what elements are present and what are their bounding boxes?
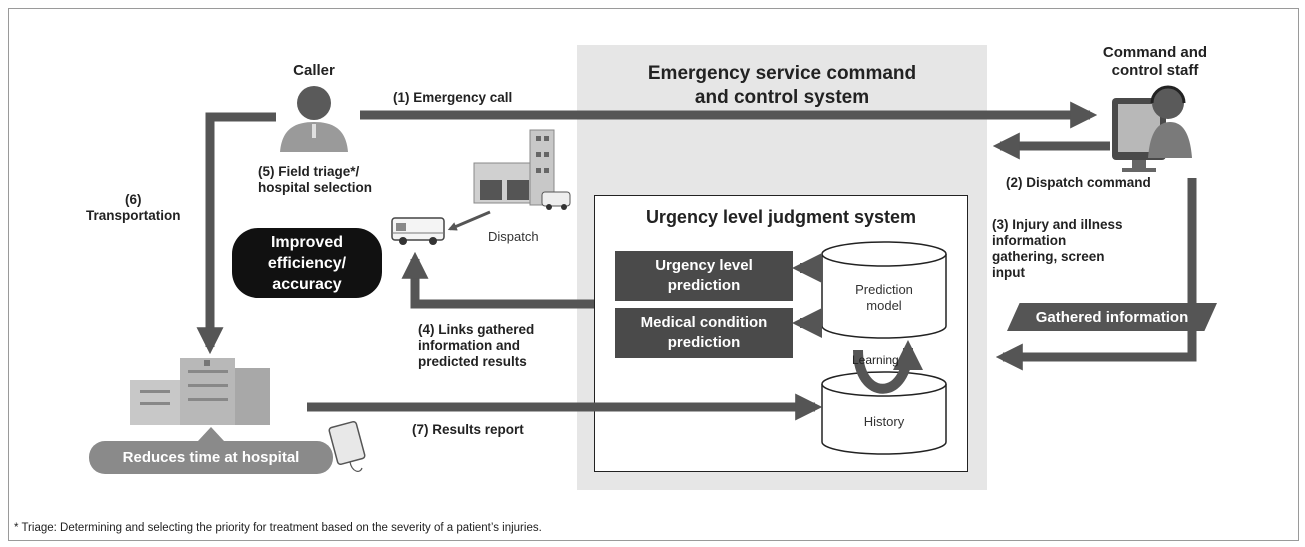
urgency-level-prediction-box: Urgency level prediction [615, 251, 793, 301]
ambulance-icon [391, 217, 445, 245]
step-1-label: (1) Emergency call [393, 90, 513, 105]
footnote: * Triage: Determining and selecting the … [14, 522, 542, 534]
gathered-information-arrow [995, 178, 1197, 371]
prediction-model-database [821, 241, 947, 339]
tablet-icon [328, 420, 366, 472]
step-2-label: (2) Dispatch command [1006, 175, 1151, 190]
dispatch-arrow [447, 210, 491, 231]
hospital-icon [130, 358, 270, 425]
history-label: History [863, 414, 905, 429]
urgency-judgment-system-title: Urgency level judgment system [645, 207, 917, 227]
step-3-label: (3) Injury and illness information gathe… [992, 217, 1123, 280]
command-staff-icon [1112, 85, 1192, 172]
learning-label: Learning [852, 353, 899, 367]
step-4-label: (4) Links gathered information and predi… [418, 322, 535, 369]
diagram-frame [8, 8, 1299, 541]
step-6-label: (6) Transportation [86, 192, 181, 223]
step-5-label: (5) Field triage*/ hospital selection [258, 164, 373, 195]
caller-label: Caller [293, 62, 335, 79]
gathered-information-banner: Gathered information [1007, 303, 1217, 331]
improved-efficiency-bubble: Improved efficiency/ accuracy [232, 228, 382, 298]
reduces-time-pill: Reduces time at hospital [89, 441, 333, 474]
caller-icon [280, 86, 348, 152]
transportation-arrow [196, 112, 276, 355]
medical-condition-prediction-box: Medical condition prediction [615, 308, 793, 358]
step-7-label: (7) Results report [412, 422, 524, 437]
reduces-time-pointer [198, 427, 224, 441]
dispatch-label: Dispatch [488, 229, 539, 244]
prediction-model-label: Prediction model [855, 282, 913, 313]
links-results-arrow [401, 251, 594, 309]
command-control-system-title: Emergency service command and control sy… [647, 63, 917, 108]
command-staff-label: Command and control staff [1102, 44, 1208, 79]
learning-loop-arrow [853, 340, 923, 394]
fire-station-icon [473, 129, 571, 210]
